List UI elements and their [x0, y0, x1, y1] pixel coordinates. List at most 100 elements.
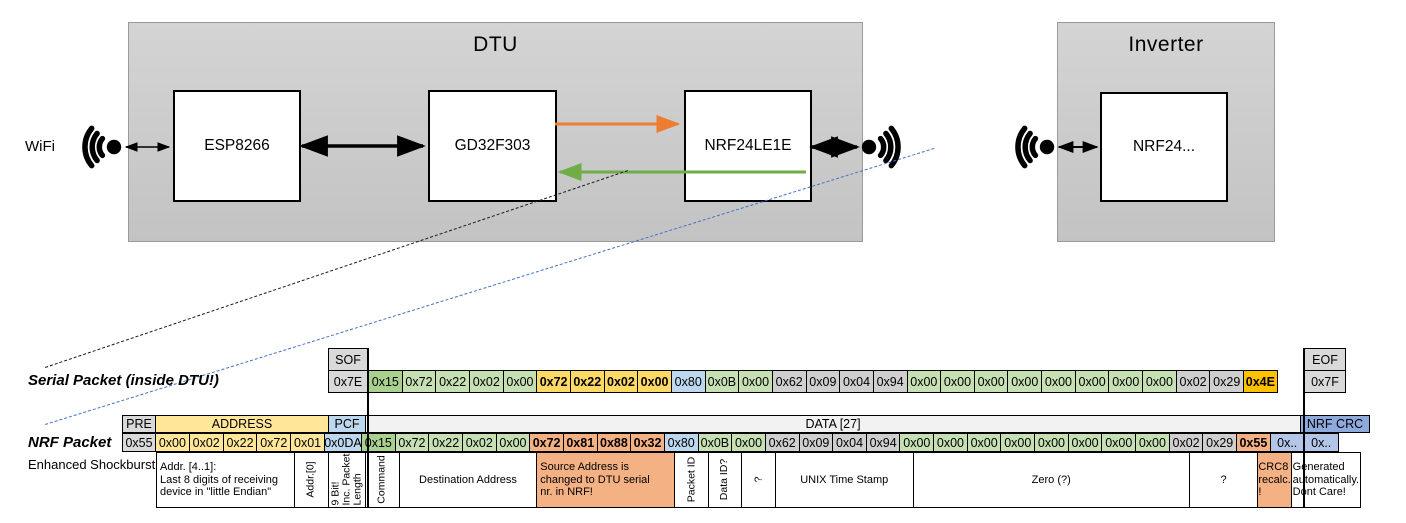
nrf-byte-cell: 0x00 [1067, 433, 1103, 452]
nrf-byte-cell: 0x72 [394, 433, 430, 452]
nrf-byte-cell: 0x72 [529, 433, 564, 452]
nrf-annotation-row: Addr. [4..1]: Last 8 digits of receiving… [156, 452, 1361, 508]
annotation-cell: CRC8 recalc. ! [1257, 452, 1292, 508]
annotation-cell: Packet ID [673, 452, 709, 508]
serial-byte-cell: 0x00 [738, 370, 773, 393]
annotation-cell: Command [364, 452, 400, 508]
node-esp8266: ESP8266 [173, 90, 301, 202]
node-gd32f303-label: GD32F303 [454, 137, 531, 154]
nrf-header-cell: NRF CRC [1300, 415, 1370, 433]
nrf-byte-cell: 0x.. [1269, 433, 1305, 452]
nrf-byte-cell: 0x02 [461, 433, 497, 452]
serial-byte-cell: 0x02 [468, 370, 504, 393]
serial-byte-cell: 0x00 [1108, 370, 1144, 393]
data-start-guide-line [367, 348, 369, 508]
annotation-cell: Generated automatically. Dont Care! [1290, 452, 1361, 508]
node-inverter-nrf24: NRF24... [1100, 92, 1228, 202]
annotation-cell: Data ID? [707, 452, 743, 508]
serial-byte-cell: 0x00 [1007, 370, 1043, 393]
nrf-header-cell: PRE [122, 415, 156, 433]
nrf-header-cell: DATA [27] [365, 415, 1301, 433]
serial-byte-cell: 0x00 [940, 370, 975, 393]
annotation-cell: Zero (?) [912, 452, 1190, 508]
node-inverter-nrf24-label: NRF24... [1132, 138, 1195, 155]
serial-byte-cell: 0x72 [401, 370, 437, 393]
node-esp8266-label: ESP8266 [204, 137, 270, 154]
nrf-byte-cell: 0x00 [731, 433, 766, 452]
nrf-byte-cell: 0x22 [222, 433, 258, 452]
serial-byte-cell: 0x22 [435, 370, 470, 393]
node-nrf24le1e-label: NRF24LE1E [704, 137, 792, 154]
nrf-byte-cell: 0x.. [1303, 433, 1339, 452]
annotation-cell: 9 Bit! Inc. Packet Length [327, 452, 366, 508]
wifi-label: WiFi [25, 138, 55, 155]
nrf-byte-cell: 0x00 [966, 433, 1002, 452]
nrf-byte-cell: 0x29 [1202, 433, 1238, 452]
nrf-byte-cell: 0x80 [663, 433, 699, 452]
annotation-cell: Source Address is changed to DTU serial … [536, 452, 675, 508]
serial-byte-cell: 0x29 [1209, 370, 1245, 393]
serial-byte-cell: 0x0B [704, 370, 740, 393]
sof-value-cell: 0x7E [328, 370, 368, 393]
data-end-guide-line [1303, 348, 1305, 508]
sof-header-cell: SOF [328, 348, 368, 371]
nrf-byte-cell: 0x88 [596, 433, 632, 452]
annotation-cell: Addr. [4..1]: Last 8 digits of receiving… [156, 452, 296, 508]
wifi-icon-left [82, 125, 122, 169]
nrf-byte-cell: 0x02 [1168, 433, 1204, 452]
nrf-byte-cell: 0x55 [1236, 433, 1271, 452]
dtu-title: DTU [473, 33, 518, 56]
inverter-container: Inverter [1057, 22, 1275, 242]
nrf-byte-cell: 0x0DA [323, 433, 362, 452]
annotation-cell: Addr.[0] [294, 452, 329, 508]
node-gd32f303: GD32F303 [428, 90, 557, 202]
eof-header-cell: EOF [1304, 348, 1346, 371]
inverter-title: Inverter [1128, 33, 1204, 56]
node-nrf24le1e: NRF24LE1E [684, 90, 812, 202]
nrf-byte-cell: 0x00 [933, 433, 968, 452]
nrf-byte-cell: 0x02 [188, 433, 224, 452]
nrf-byte-cell: 0x01 [290, 433, 325, 452]
annotation-cell: ? [1188, 452, 1259, 508]
nrf-byte-cell: 0x22 [428, 433, 463, 452]
nrf-packet-label: NRF Packet [28, 434, 112, 451]
serial-byte-cell: 0x22 [569, 370, 605, 393]
nrf-byte-cell: 0x00 [155, 433, 190, 452]
annotation-cell: ? [741, 452, 776, 508]
nrf-byte-cell: 0x94 [865, 433, 901, 452]
wifi-icon-inverter [1015, 125, 1055, 169]
nrf-byte-cell: 0x00 [1034, 433, 1069, 452]
nrf-byte-cell: 0x72 [256, 433, 292, 452]
serial-byte-cell: 0x80 [670, 370, 706, 393]
annotation-cell: UNIX Time Stamp [774, 452, 914, 508]
nrf-byte-cell: 0x00 [1000, 433, 1036, 452]
serial-packet-label: Serial Packet (inside DTU!) [28, 372, 219, 389]
serial-byte-cell: 0x00 [1074, 370, 1110, 393]
nrf-byte-cell: 0x32 [630, 433, 665, 452]
serial-byte-cell: 0x00 [637, 370, 672, 393]
nrf-byte-cell: 0x00 [899, 433, 935, 452]
enhanced-shockburst-label: Enhanced Shockburst [28, 457, 156, 472]
wifi-icon-dtu-right [861, 125, 901, 169]
nrf-byte-cell: 0x00 [1101, 433, 1137, 452]
nrf-byte-cell: 0x00 [495, 433, 531, 452]
serial-byte-cell: 0x4E [1243, 370, 1278, 393]
serial-byte-cell: 0x02 [603, 370, 639, 393]
nrf-byte-cell: 0x04 [832, 433, 867, 452]
serial-byte-cell: 0x09 [805, 370, 841, 393]
serial-byte-cell: 0x00 [1142, 370, 1177, 393]
eof-value-cell: 0x7F [1304, 370, 1346, 393]
serial-byte-cell: 0x62 [771, 370, 807, 393]
nrf-byte-cell: 0x09 [798, 433, 834, 452]
serial-byte-cell: 0x15 [368, 370, 403, 393]
serial-byte-cell: 0x00 [1041, 370, 1076, 393]
serial-byte-cell: 0x00 [906, 370, 942, 393]
nrf-byte-cell: 0x81 [562, 433, 598, 452]
annotation-cell: Destination Address [398, 452, 538, 508]
nrf-byte-cell: 0x00 [1135, 433, 1170, 452]
